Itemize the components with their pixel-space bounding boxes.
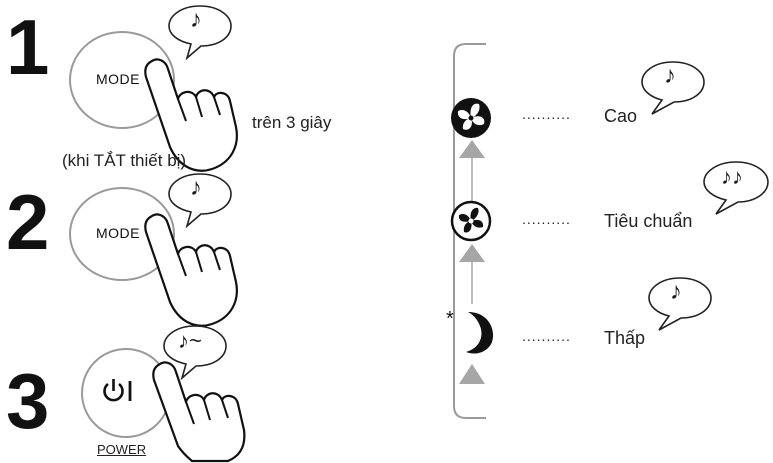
fan-icon-high xyxy=(451,98,491,138)
up-arrow-icon xyxy=(459,140,485,202)
step-1-number: 1 xyxy=(6,3,50,91)
music-note-double-icon: ♪♪ xyxy=(721,164,743,189)
music-note-icon: ♪ xyxy=(190,6,202,33)
hand-press-icon xyxy=(144,58,238,172)
music-note-tilde-icon: ♪~ xyxy=(178,328,202,353)
level-label-standard: Tiêu chuẩn xyxy=(604,211,693,231)
hand-press-icon xyxy=(144,213,238,327)
up-arrow-icon xyxy=(459,364,485,384)
speech-bubble-2 xyxy=(168,173,232,229)
power-button-label: POWER xyxy=(97,442,147,457)
speech-bubble-high xyxy=(641,61,705,115)
speech-bubble-1 xyxy=(168,5,232,61)
speech-bubble-3 xyxy=(163,325,227,381)
mode-button-1[interactable] xyxy=(69,30,190,130)
sparkle-icon: * xyxy=(446,308,454,330)
speech-bubble-standard xyxy=(703,161,769,215)
dots-high: .......... xyxy=(522,106,571,122)
dots-standard: .......... xyxy=(522,211,571,227)
music-note-icon: ♪ xyxy=(190,174,202,201)
mode-button-2-label: MODE xyxy=(96,225,140,241)
power-icon xyxy=(103,379,132,402)
level-label-high: Cao xyxy=(604,106,638,126)
moon-icon xyxy=(466,312,494,354)
mode-button-2[interactable] xyxy=(69,186,190,286)
speech-bubble-low xyxy=(648,277,712,331)
mode-button-1-label: MODE xyxy=(96,71,140,87)
fan-icon-standard xyxy=(450,200,492,242)
level-label-low: Thấp xyxy=(604,328,646,348)
music-note-icon: ♪ xyxy=(664,62,676,89)
step-2-number: 2 xyxy=(6,178,50,266)
music-note-icon: ♪ xyxy=(670,278,682,305)
up-arrow-icon xyxy=(459,244,485,304)
dots-low: .......... xyxy=(522,328,571,344)
step-1-note: trên 3 giây xyxy=(252,113,332,132)
step-1-condition: (khi TẮT thiết bị) xyxy=(62,151,187,170)
hand-press-icon xyxy=(152,361,246,463)
step-3-number: 3 xyxy=(6,357,50,445)
